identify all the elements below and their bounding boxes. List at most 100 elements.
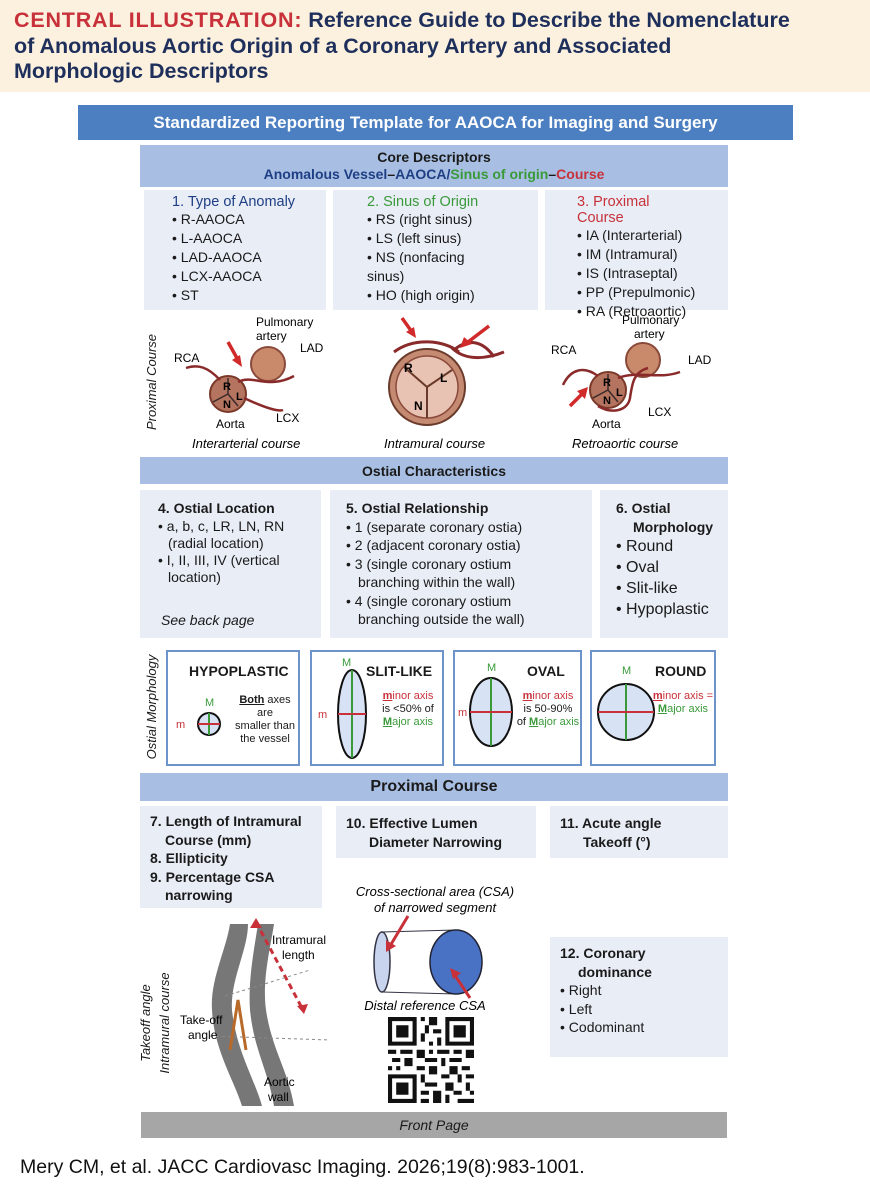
takeoff-label-1: Take-off: [180, 1013, 223, 1027]
hypoplastic-title: HYPOPLASTIC: [189, 663, 289, 679]
formula-vessel: Anomalous Vessel: [263, 166, 388, 182]
hypoplastic-ostium-shape: M m: [176, 697, 221, 736]
csa-label-1: Cross-sectional area (CSA): [356, 884, 514, 899]
relationship-title: 5. Ostial Relationship: [346, 500, 489, 516]
list-item: LAD-AAOCA: [172, 248, 298, 267]
arrow-icon: [226, 341, 240, 361]
template-title-bar: Standardized Reporting Template for AAOC…: [78, 105, 793, 140]
header: CENTRAL ILLUSTRATION: Reference Guide to…: [0, 0, 870, 92]
pulmonary-label-2: artery: [634, 327, 665, 341]
morphology-title-1: 6. Ostial: [616, 500, 671, 516]
desc-minor: inor axis: [392, 690, 434, 702]
intramural-caption: Intramural course: [384, 436, 485, 451]
ostial-morphology-row-label: Ostial Morphology: [144, 654, 159, 760]
qr-code[interactable]: [388, 1017, 474, 1103]
minor-axis-label: m: [458, 707, 467, 719]
header-line-1: CENTRAL ILLUSTRATION: Reference Guide to…: [14, 8, 856, 34]
round-title: ROUND: [655, 663, 707, 679]
desc-3: the vessel: [240, 733, 290, 745]
list-item: 4 (single coronary ostium branching outs…: [346, 592, 576, 629]
list-item: IM (Intramural): [577, 245, 696, 264]
pulmonary-label-1: Pulmonary: [256, 315, 313, 329]
sinus-title: 2. Sinus of Origin: [367, 194, 479, 210]
pulmonary-artery-shape: [625, 342, 661, 378]
list-item: RS (right sinus): [367, 210, 504, 229]
oval-desc: minor axis is 50-90% of Major axis: [513, 690, 583, 729]
rca-label: RCA: [174, 351, 199, 365]
aortic-wall-label-2: wall: [267, 1090, 289, 1104]
major-axis-label: M: [487, 662, 496, 674]
desc-M: M: [529, 716, 539, 728]
item-11-line-1: 11. Acute angle: [560, 815, 662, 831]
coronary-wall-shape: [211, 924, 262, 1106]
rca-label: RCA: [551, 343, 576, 357]
intramural-length-label-1: Intramural: [272, 933, 326, 947]
distal-csa-shape: [429, 929, 483, 995]
dominance-list: Right Left Codominant: [560, 981, 718, 1037]
oval-title: OVAL: [527, 663, 565, 679]
list-item: Oval: [616, 557, 712, 578]
item-9-line-2: narrowing: [165, 887, 233, 903]
hypoplastic-card: HYPOPLASTIC M m Both axes are smaller th…: [166, 650, 300, 766]
list-item: Round: [616, 536, 712, 557]
list-item: PP (Prepulmonic): [577, 283, 696, 302]
arrow-icon: [388, 915, 410, 947]
header-title-2: of Anomalous Aortic Origin of a Coronary…: [14, 33, 672, 58]
desc-major: ajor axis: [538, 716, 580, 728]
header-title-1: Reference Guide to Describe the Nomencla…: [308, 8, 790, 32]
list-item: L-AAOCA: [172, 229, 298, 248]
relationship-list: 1 (separate coronary ostia) 2 (adjacent …: [346, 518, 576, 629]
aorta-label: Aorta: [216, 417, 245, 431]
l-label: L: [236, 391, 243, 403]
csa-diagram: Cross-sectional area (CSA) of narrowed s…: [356, 884, 514, 1013]
citation: Mery CM, et al. JACC Cardiovasc Imaging.…: [20, 1156, 585, 1178]
list-item: Right: [560, 981, 718, 1000]
lcx-vessel: [243, 396, 284, 412]
desc-minor: inor axis: [532, 690, 574, 702]
intramural-length-label-2: length: [282, 948, 315, 962]
list-item: Codominant: [560, 1018, 718, 1037]
coronary-dominance-box: 12. Coronary dominance Right Left Codomi…: [550, 937, 728, 1057]
oval-card: M m OVAL minor axis is 50-90% of Major a…: [453, 650, 582, 766]
slit-like-ostium-shape: M m: [318, 657, 367, 759]
minor-axis-label: m: [176, 719, 185, 731]
list-item: RA (Retroaortic): [577, 302, 696, 321]
formula-dash-1: –: [387, 166, 396, 182]
intramural-diagram: R L N Intramural course: [384, 316, 505, 451]
proximal-course-box: 3. Proximal Course IA (Interarterial) IM…: [545, 190, 728, 319]
list-item: 1 (separate coronary ostia): [346, 518, 576, 537]
ostial-location-box: 4. Ostial Location a, b, c, LR, LN, RN (…: [140, 490, 321, 638]
morphology-list: Round Oval Slit-like Hypoplastic: [616, 536, 712, 620]
major-axis-label: M: [342, 657, 351, 669]
intramural-course-diagram: Intramural length Take-off angle Aortic …: [180, 918, 331, 1106]
proximal-course-header: Proximal Course: [140, 773, 728, 801]
item-7-line-2: Course (mm): [165, 831, 252, 848]
r-label: R: [603, 377, 611, 389]
type-list: R-AAOCA L-AAOCA LAD-AAOCA LCX-AAOCA ST: [172, 210, 298, 305]
core-formula: Anomalous Vessel–AAOCA/Sinus of origin–C…: [264, 166, 605, 183]
list-item: Hypoplastic: [616, 599, 712, 620]
item-10-line-1: 10. Effective Lumen: [346, 815, 478, 831]
list-item: IS (Intraseptal): [577, 264, 696, 283]
sinus-list: RS (right sinus) LS (left sinus) NS (non…: [367, 210, 504, 305]
list-item: ST: [172, 286, 298, 305]
aortic-wall-label-1: Aortic: [264, 1075, 295, 1089]
list-item: IA (Interarterial): [577, 226, 696, 245]
lad-vessel: [237, 374, 295, 384]
item-11-line-2: Takeoff (°): [583, 833, 651, 850]
takeoff-angle-row-label: Takeoff angle: [138, 984, 153, 1062]
interarterial-caption: Interarterial course: [192, 436, 300, 451]
list-item: Left: [560, 1000, 718, 1019]
lad-label: LAD: [300, 341, 324, 355]
front-page-label: Front Page: [399, 1117, 469, 1133]
item-7-line-1: 7. Length of Intramural: [150, 813, 302, 829]
intramural-metrics-box: 7. Length of Intramural Course (mm) 8. E…: [140, 806, 322, 908]
list-item: 3 (single coronary ostium branching with…: [346, 555, 576, 592]
header-title-3: Morphologic Descriptors: [14, 59, 269, 83]
item-8: 8. Ellipticity: [150, 850, 228, 866]
desc-M: M: [382, 716, 393, 728]
round-ostium-shape: M: [597, 665, 655, 741]
desc-major: ajor axis: [667, 703, 709, 715]
core-descriptors-header: Core Descriptors Anomalous Vessel–AAOCA/…: [140, 145, 728, 187]
l-label: L: [616, 387, 623, 399]
